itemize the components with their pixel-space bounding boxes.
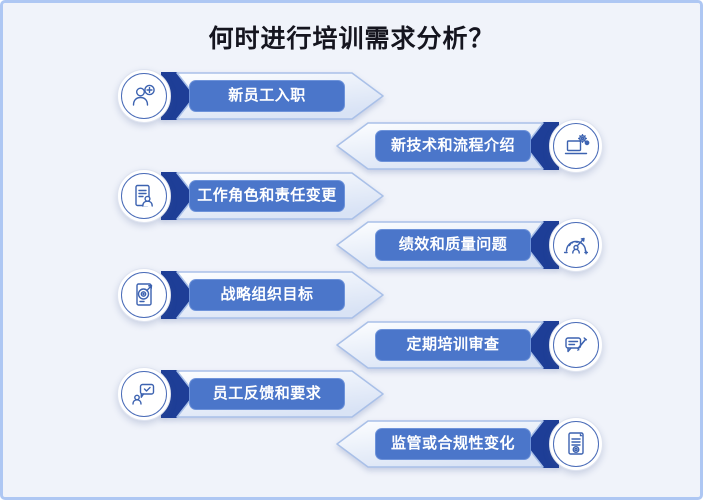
flow-step-7: 员工反馈和要求 [117,364,385,424]
step-button: 定期培训审查 [375,329,531,361]
step-icon-circle [117,268,171,322]
step-icon-circle [117,69,171,123]
flow-step-2: 新技术和流程介绍 [335,116,603,176]
add-user-icon [132,84,155,106]
role-document-icon [135,184,153,207]
flow-step-4: 绩效和质量问题 [335,215,603,275]
page-title: 何时进行培训需求分析？ [208,25,495,53]
step-button: 绩效和质量问题 [375,229,531,261]
target-document-icon [136,283,153,306]
step-button: 工作角色和责任变更 [189,180,345,212]
flow-step-1: 新员工入职 [117,66,385,126]
flow-step-6: 定期培训审查 [335,315,603,375]
step-icon-circle [549,318,603,372]
laptop-gears-icon [564,134,590,155]
step-button: 监管或合规性变化 [375,428,531,460]
step-button: 战略组织目标 [189,279,345,311]
review-note-icon [565,337,588,353]
step-button: 新技术和流程介绍 [375,130,531,162]
step-icon-circle [117,367,171,421]
flow-step-3: 工作角色和责任变更 [117,166,385,226]
step-icon-circle [549,218,603,272]
step-button: 新员工入职 [189,80,345,112]
feedback-person-icon [132,383,155,405]
step-button: 员工反馈和要求 [189,378,345,410]
compliance-document-icon [568,432,584,455]
step-icon-circle [117,169,171,223]
flow-step-5: 战略组织目标 [117,265,385,325]
step-icon-circle [549,119,603,173]
step-icon-circle [549,417,603,471]
flow-step-8: 监管或合规性变化 [335,414,603,474]
gauge-icon [563,237,589,255]
